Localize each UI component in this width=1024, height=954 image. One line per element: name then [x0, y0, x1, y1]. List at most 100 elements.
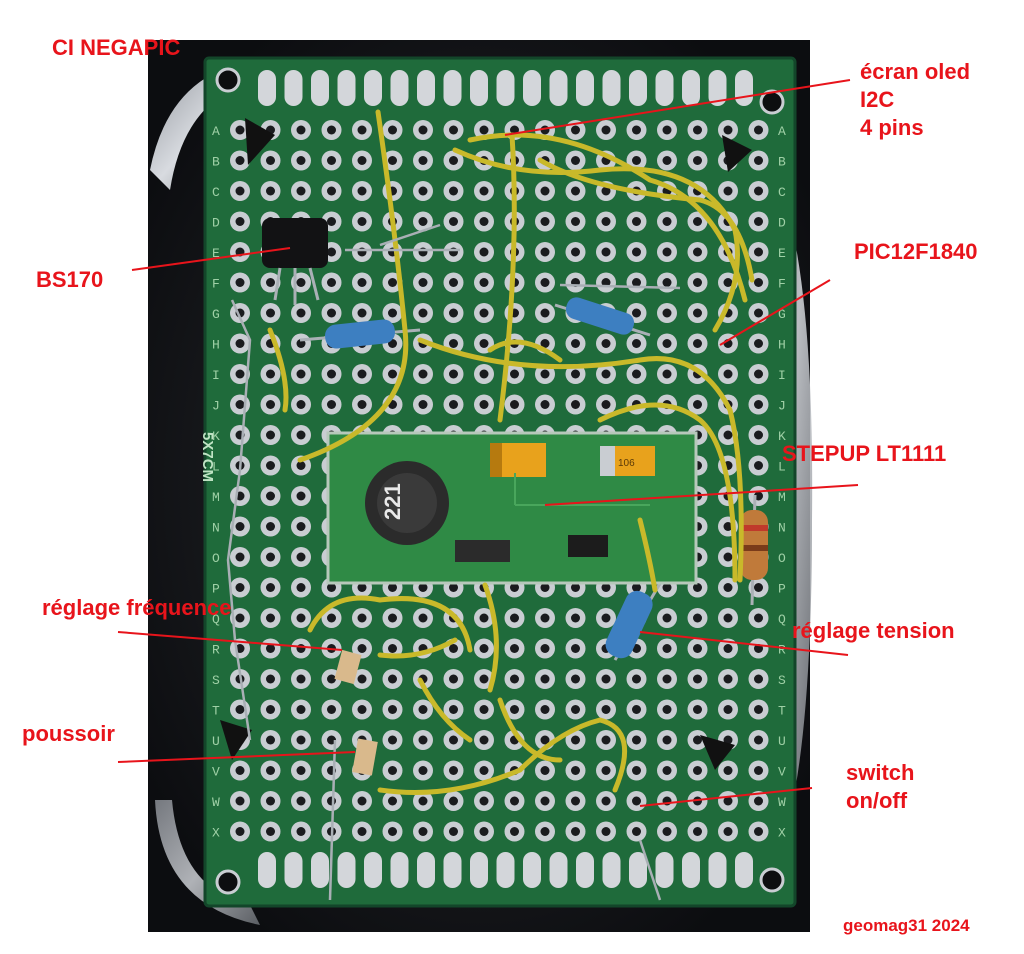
row-letter: S	[212, 673, 220, 688]
pad-hole	[235, 186, 245, 196]
pad-hole	[266, 522, 275, 531]
row-letter: V	[212, 765, 220, 780]
pad-hole	[632, 674, 641, 684]
row-letter: W	[778, 795, 786, 810]
pad-hole	[235, 339, 245, 348]
edge-pad	[337, 852, 356, 888]
pad-hole	[754, 369, 763, 379]
pad-hole	[662, 613, 672, 623]
pad-hole	[449, 339, 458, 348]
pad-hole	[479, 796, 489, 806]
pad-hole	[693, 308, 702, 318]
pad-hole	[388, 644, 397, 653]
pad-hole	[601, 186, 611, 196]
row-letter: F	[212, 277, 220, 292]
pad-hole	[632, 278, 641, 287]
pad-hole	[479, 400, 489, 409]
row-letter: O	[778, 551, 786, 566]
pad-hole	[693, 217, 702, 226]
pad-hole	[266, 613, 275, 623]
pad-hole	[662, 339, 672, 348]
edge-pad	[470, 70, 488, 106]
row-letter: Q	[778, 612, 786, 627]
pad-hole	[754, 339, 763, 348]
pad-hole	[327, 400, 336, 409]
row-letter: L	[212, 460, 220, 475]
pad-hole	[266, 400, 275, 409]
pad-hole	[357, 583, 367, 592]
pad-hole	[388, 735, 397, 745]
pad-hole	[327, 308, 336, 318]
pad-hole	[479, 674, 489, 684]
pad-hole	[632, 735, 641, 745]
pad-hole	[754, 735, 763, 745]
pad-hole	[449, 827, 458, 836]
pad-hole	[601, 827, 611, 836]
pad-hole	[540, 705, 550, 714]
pad-hole	[540, 827, 550, 836]
pad-hole	[388, 827, 397, 836]
pad-hole	[266, 369, 275, 379]
pad-hole	[388, 583, 397, 592]
pad-hole	[601, 735, 611, 745]
pad-hole	[601, 247, 611, 257]
pad-hole	[693, 705, 702, 714]
pad-hole	[754, 308, 763, 318]
edge-pad	[496, 70, 515, 106]
resistor-blue-1	[299, 319, 421, 349]
pad-hole	[723, 278, 733, 287]
pad-hole	[662, 644, 672, 653]
edge-pad	[496, 852, 515, 888]
pad-hole	[632, 369, 641, 379]
pad-hole	[754, 613, 763, 623]
pad-hole	[479, 217, 489, 226]
pad-hole	[357, 156, 367, 165]
pad-hole	[235, 125, 245, 135]
pad-hole	[388, 278, 397, 287]
pad-hole	[754, 796, 763, 806]
edge-pad	[708, 852, 727, 888]
pad-hole	[601, 705, 611, 714]
pad-hole	[418, 186, 428, 196]
pad-hole	[632, 156, 641, 165]
pad-hole	[693, 339, 702, 348]
pad-hole	[357, 796, 367, 806]
tension-label: réglage tension	[792, 618, 955, 643]
cap-freq	[334, 649, 362, 685]
pad-hole	[632, 217, 641, 226]
row-letter: C	[212, 185, 220, 200]
freq-label: réglage fréquence	[42, 595, 232, 620]
component-leads	[226, 223, 681, 901]
pad-hole	[479, 308, 489, 318]
pad-hole	[540, 613, 550, 623]
pad-hole	[662, 583, 672, 592]
pad-hole	[571, 400, 580, 409]
pad-hole	[449, 705, 458, 714]
pad-hole	[540, 674, 550, 684]
pad-hole	[754, 827, 763, 836]
pad-hole	[388, 766, 397, 775]
row-letter: E	[778, 246, 786, 261]
row-letter: D	[212, 216, 220, 231]
pad-hole	[327, 217, 336, 226]
pad-hole	[296, 461, 306, 470]
pad-hole	[693, 400, 702, 409]
pad-hole	[266, 796, 275, 806]
pad-hole	[601, 339, 611, 348]
edge-pad	[655, 852, 674, 888]
pad-hole	[723, 796, 733, 806]
pad-hole	[327, 796, 336, 806]
pad-hole	[449, 766, 458, 775]
pad-hole	[632, 766, 641, 775]
row-letter: I	[778, 368, 786, 383]
pad-hole	[510, 583, 519, 592]
pad-hole	[266, 735, 275, 745]
pad-hole	[693, 735, 702, 745]
pad-hole	[296, 522, 306, 531]
pad-hole	[571, 796, 580, 806]
row-letter: J	[212, 399, 220, 414]
inductor-marking: 221	[380, 483, 405, 520]
row-letter: G	[778, 307, 786, 322]
